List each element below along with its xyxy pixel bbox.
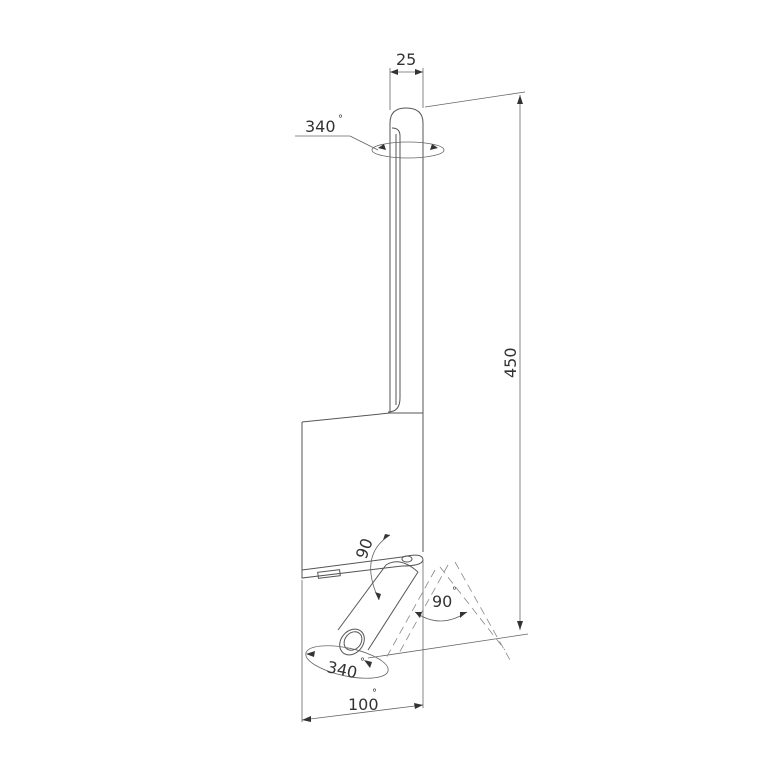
svg-text:°: ° xyxy=(338,114,343,125)
spotlight xyxy=(337,555,419,656)
svg-text:°: ° xyxy=(452,586,457,597)
rotation-indicator-spot: 340 ° xyxy=(305,645,389,682)
label-height: 450 xyxy=(501,347,520,378)
svg-text:°: ° xyxy=(360,657,365,668)
tilt-indicator-horizontal: 90 ° xyxy=(384,561,511,661)
lamp-body xyxy=(301,412,424,579)
label-top-rotation: 340 xyxy=(305,117,336,136)
label-tilt-horizontal: 90 xyxy=(432,592,452,611)
rotation-indicator-top: 340 ° xyxy=(295,114,445,159)
label-width-base: 100 xyxy=(348,695,379,714)
label-tilt-vertical: 90 xyxy=(352,536,377,562)
dimension-height: 450 xyxy=(367,91,529,659)
svg-text:°: ° xyxy=(372,688,377,699)
label-spot-rotation: 340 xyxy=(325,657,359,682)
label-width-top: 25 xyxy=(396,50,416,69)
dimension-width-base: 100 ° xyxy=(301,560,424,722)
dimension-width-top: 25 xyxy=(389,50,424,110)
lamp-rod xyxy=(387,107,424,413)
